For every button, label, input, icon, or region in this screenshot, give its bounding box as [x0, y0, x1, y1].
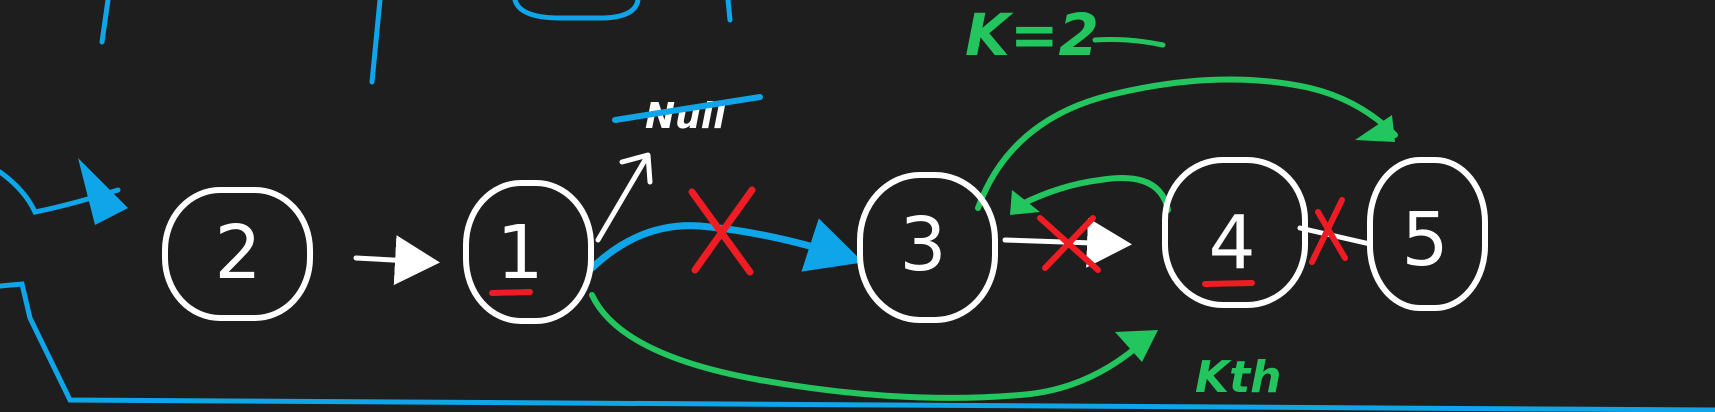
- k-underline: [1092, 37, 1166, 48]
- node-3-value: 3: [899, 202, 946, 288]
- blue-scribbles-top: [99, 0, 733, 85]
- node-3-circle: [857, 172, 998, 323]
- node-4-value: 4: [1208, 200, 1255, 286]
- node-2-value: 2: [214, 210, 261, 296]
- node-5-value: 5: [1401, 197, 1448, 283]
- list-node: 3: [857, 172, 998, 323]
- arrow-4-to-3-green-head: [1010, 190, 1040, 215]
- list-node: 2: [162, 187, 313, 321]
- blue-frame-line: [0, 281, 1715, 412]
- list-node: 4: [1162, 157, 1308, 308]
- arrow-to-null-head: [619, 152, 653, 185]
- node-2-circle: [162, 187, 313, 321]
- null-strikethrough: [612, 94, 763, 123]
- k-value-label: K=2: [965, 1, 1099, 69]
- cross-out-3-to-4: [1037, 215, 1101, 273]
- kth-label: Kth: [1195, 352, 1281, 403]
- arrow-1-to-kth-green-head: [1115, 330, 1158, 362]
- node-1-value: 1: [496, 210, 543, 296]
- node-5-circle: [1367, 157, 1488, 311]
- cross-out-4-to-5: [1309, 197, 1348, 265]
- list-node: 1: [463, 180, 594, 324]
- arrow-3-to-5-green: [975, 76, 1398, 211]
- list-node: 5: [1367, 157, 1488, 311]
- arrow-2-to-1: [353, 235, 440, 286]
- arrow-4-to-3-green: [1017, 175, 1171, 213]
- arrow-1-to-3-blue: [588, 218, 864, 272]
- arrow-1-to-kth-green: [589, 292, 1148, 401]
- node-4-circle: [1162, 157, 1308, 308]
- head-pointer-arrow: [0, 158, 128, 225]
- node-1-underline: [489, 289, 533, 296]
- node-4-underline: [1202, 280, 1255, 287]
- arrow-3-to-5-green-head: [1355, 115, 1395, 142]
- arrow-to-null: [595, 157, 648, 243]
- cross-out-1-to-3: [688, 186, 756, 276]
- node-1-circle: [463, 180, 594, 324]
